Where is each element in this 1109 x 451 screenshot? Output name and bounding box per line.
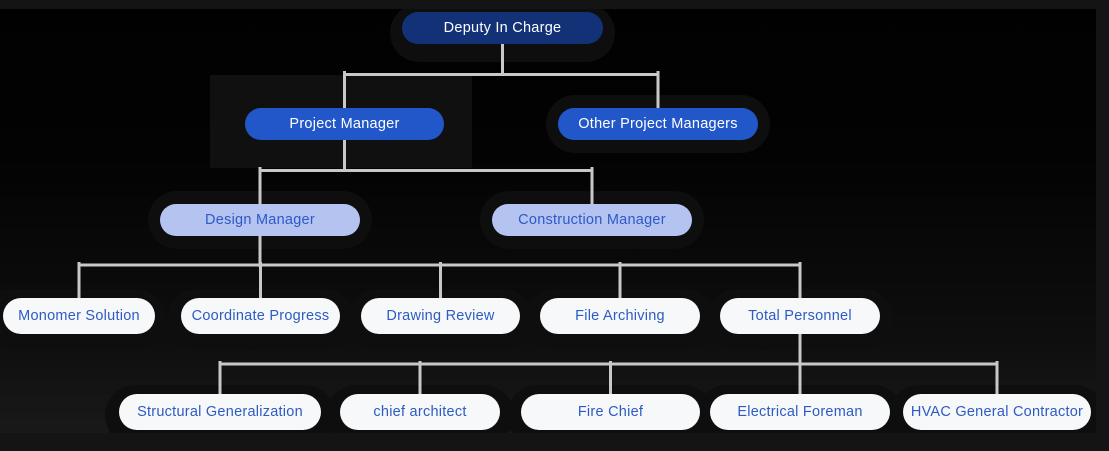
node-label: Monomer Solution: [18, 308, 140, 324]
org-node-drawing-review[interactable]: Drawing Review: [361, 298, 520, 334]
node-label: Construction Manager: [518, 212, 666, 228]
connector-level-2: [258, 140, 594, 204]
node-label: Design Manager: [205, 212, 315, 228]
org-node-monomer-solution[interactable]: Monomer Solution: [3, 298, 155, 334]
node-label: Other Project Managers: [578, 116, 738, 132]
node-label: Drawing Review: [386, 308, 495, 324]
page-margin-right: [1096, 0, 1109, 451]
org-node-file-archiving[interactable]: File Archiving: [540, 298, 700, 334]
org-node-project-manager[interactable]: Project Manager: [245, 108, 444, 140]
node-label: Fire Chief: [577, 404, 644, 420]
org-node-design-manager[interactable]: Design Manager: [160, 204, 360, 236]
org-node-total-personnel[interactable]: Total Personnel: [720, 298, 880, 334]
node-label: Project Manager: [289, 116, 400, 132]
node-label: Electrical Foreman: [737, 404, 863, 420]
node-label: Total Personnel: [748, 308, 852, 324]
page-margin-bottom: [0, 433, 1109, 451]
page-margin-top: [0, 0, 1109, 9]
org-node-hvac-general-contractor[interactable]: HVAC General Contractor: [903, 394, 1091, 430]
node-label: Structural Generalization: [137, 404, 303, 420]
connector-level-3: [77, 236, 802, 298]
node-label: Deputy In Charge: [443, 20, 562, 36]
org-node-construction-manager[interactable]: Construction Manager: [492, 204, 692, 236]
org-node-deputy-in-charge[interactable]: Deputy In Charge: [402, 12, 603, 44]
node-label: File Archiving: [575, 308, 665, 324]
node-label: Coordinate Progress: [191, 308, 330, 324]
node-label: chief architect: [373, 404, 467, 420]
node-label: HVAC General Contractor: [910, 404, 1084, 420]
org-node-electrical-foreman[interactable]: Electrical Foreman: [710, 394, 890, 430]
org-node-fire-chief[interactable]: Fire Chief: [521, 394, 700, 430]
org-node-other-project-managers[interactable]: Other Project Managers: [558, 108, 758, 140]
org-node-structural-generalization[interactable]: Structural Generalization: [119, 394, 321, 430]
connector-level-1: [343, 44, 660, 108]
connector-level-4: [218, 334, 999, 394]
org-node-chief-architect[interactable]: chief architect: [340, 394, 500, 430]
org-node-coordinate-progress[interactable]: Coordinate Progress: [181, 298, 340, 334]
